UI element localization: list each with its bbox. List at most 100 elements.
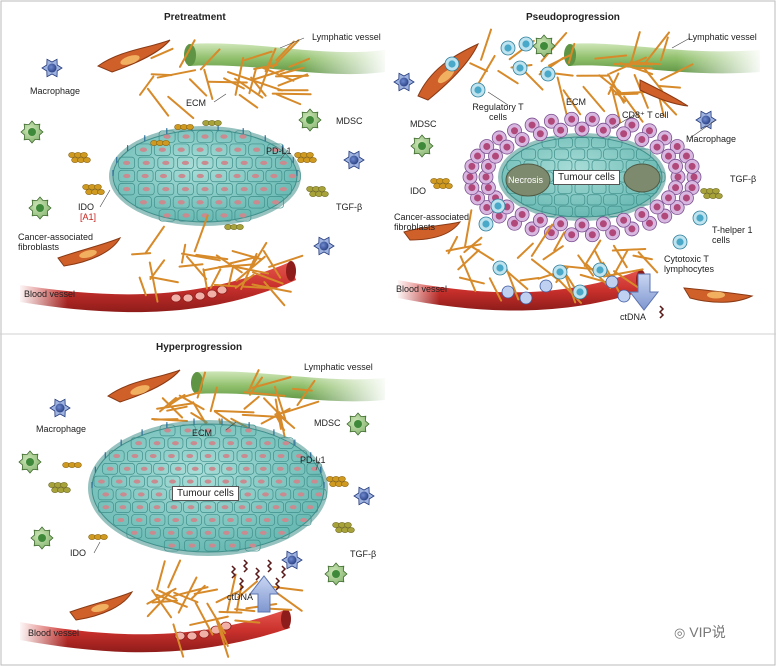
t-cell-nucleus bbox=[673, 142, 681, 150]
tumour-nucleus bbox=[204, 530, 212, 535]
t-cell-nucleus bbox=[682, 194, 690, 202]
tumour-nucleus bbox=[276, 466, 284, 471]
tumour-nucleus bbox=[158, 200, 166, 205]
molecule-cluster bbox=[162, 140, 170, 146]
ecm-fiber bbox=[530, 223, 554, 257]
ecm-fiber bbox=[238, 93, 259, 109]
t-cell-nucleus bbox=[468, 184, 476, 192]
tumour-nucleus bbox=[279, 186, 287, 192]
panel-pretreatment bbox=[18, 39, 390, 318]
ecm-fiber bbox=[464, 209, 473, 248]
ecm-fiber bbox=[167, 559, 182, 589]
label-pointers bbox=[93, 37, 717, 554]
tumour-cell bbox=[607, 205, 623, 217]
tumour-nucleus bbox=[130, 530, 138, 535]
tumour-nucleus bbox=[222, 479, 230, 484]
ecm-fiber bbox=[243, 395, 260, 410]
ecm-fiber bbox=[457, 249, 480, 271]
ecm-fibers-bottom bbox=[131, 214, 304, 307]
label-cd8-t-cell: CD8⁺ T cell bbox=[622, 110, 669, 120]
tumour-nucleus bbox=[239, 213, 247, 218]
molecule-cluster bbox=[100, 534, 108, 540]
ecm-fiber bbox=[167, 95, 195, 120]
watermark: ◎ VIP说 bbox=[674, 622, 726, 642]
label-pointer bbox=[689, 119, 717, 139]
tumour-nucleus bbox=[271, 200, 280, 205]
tumour-cell bbox=[558, 205, 573, 217]
tumour-nucleus bbox=[279, 492, 287, 497]
tumour-nucleus bbox=[242, 466, 250, 471]
t-cell-nucleus bbox=[588, 231, 596, 239]
tumour-nucleus bbox=[162, 186, 170, 192]
ecm-fiber bbox=[479, 28, 493, 61]
tumour-nucleus bbox=[271, 147, 280, 152]
tumour-cell bbox=[163, 450, 180, 462]
fibroblast-bottom bbox=[57, 237, 122, 267]
tumour-cell bbox=[255, 156, 273, 169]
tumour-nucleus bbox=[123, 466, 131, 471]
fibroblast-right-bottom bbox=[683, 287, 754, 303]
tumour-cell bbox=[236, 450, 253, 462]
tumour-cell bbox=[216, 156, 233, 169]
red-blood-cell bbox=[186, 631, 198, 641]
tumour-nucleus bbox=[208, 517, 216, 523]
tumour-cell bbox=[119, 463, 135, 475]
tumour-nucleus bbox=[154, 517, 161, 523]
t-cell-nucleus bbox=[688, 162, 696, 170]
ecm-fiber bbox=[157, 589, 178, 600]
t-cell-nucleus bbox=[638, 135, 646, 143]
tumour-nucleus bbox=[135, 517, 143, 523]
tumour-cell bbox=[210, 196, 228, 209]
mdsc-nucleus bbox=[36, 204, 44, 212]
watermark-text: VIP说 bbox=[689, 624, 726, 640]
tumour-cell bbox=[111, 475, 128, 488]
ecm-fiber bbox=[262, 250, 282, 279]
tumour-cell bbox=[187, 463, 204, 475]
ecm-fiber bbox=[227, 264, 235, 287]
tumour-nucleus bbox=[241, 530, 249, 535]
label-macrophage: Macrophage bbox=[36, 424, 87, 434]
tumour-cell bbox=[98, 501, 114, 513]
tumour-nucleus bbox=[155, 492, 163, 497]
mdsc-nucleus bbox=[418, 142, 426, 150]
label-macrophage: Macrophage bbox=[686, 134, 737, 144]
tumour-cell bbox=[163, 539, 180, 552]
molecule-cluster bbox=[236, 224, 244, 230]
tumour-nucleus bbox=[157, 466, 165, 471]
tumour-cell bbox=[131, 514, 148, 526]
tumour-cell bbox=[200, 527, 216, 539]
tumour-cell bbox=[310, 488, 327, 501]
ctdna-fragment bbox=[280, 565, 287, 579]
tumour-nucleus bbox=[282, 441, 290, 446]
tumour-cell bbox=[222, 514, 239, 526]
t-cell-nucleus bbox=[609, 229, 617, 237]
tumour-cell bbox=[229, 196, 247, 209]
label-necrosis: Necrosis bbox=[508, 175, 544, 185]
label-pointer bbox=[279, 37, 305, 49]
regulatory-t-cell-nucleus bbox=[544, 70, 552, 78]
tumour-cell bbox=[574, 205, 590, 217]
tumour-cell bbox=[118, 183, 135, 196]
ecm-fiber bbox=[234, 619, 261, 624]
label-blood-vessel: Blood vessel bbox=[24, 289, 76, 299]
tumour-nucleus bbox=[311, 479, 318, 484]
tumour-nucleus bbox=[295, 453, 303, 459]
tumour-nucleus bbox=[260, 186, 268, 192]
ecm-fiber bbox=[553, 231, 566, 252]
ecm-fiber bbox=[227, 71, 255, 82]
tumour-nucleus bbox=[253, 200, 261, 205]
tumour-cell bbox=[173, 169, 191, 183]
tumour-cell bbox=[184, 539, 200, 552]
label-ecm: ECM bbox=[192, 428, 212, 438]
tumour-cell bbox=[177, 130, 195, 143]
label-pointer bbox=[93, 541, 101, 554]
molecule-cluster bbox=[60, 482, 68, 488]
tumour-nucleus bbox=[220, 134, 228, 139]
mdsc-nucleus bbox=[26, 458, 34, 466]
ctdna-fragment bbox=[658, 305, 665, 319]
tumour-nucleus bbox=[204, 428, 212, 433]
tumour-nucleus bbox=[245, 428, 252, 433]
tumour-cell bbox=[537, 148, 553, 160]
tumour-nucleus bbox=[208, 543, 216, 548]
red-blood-cell bbox=[194, 291, 206, 301]
